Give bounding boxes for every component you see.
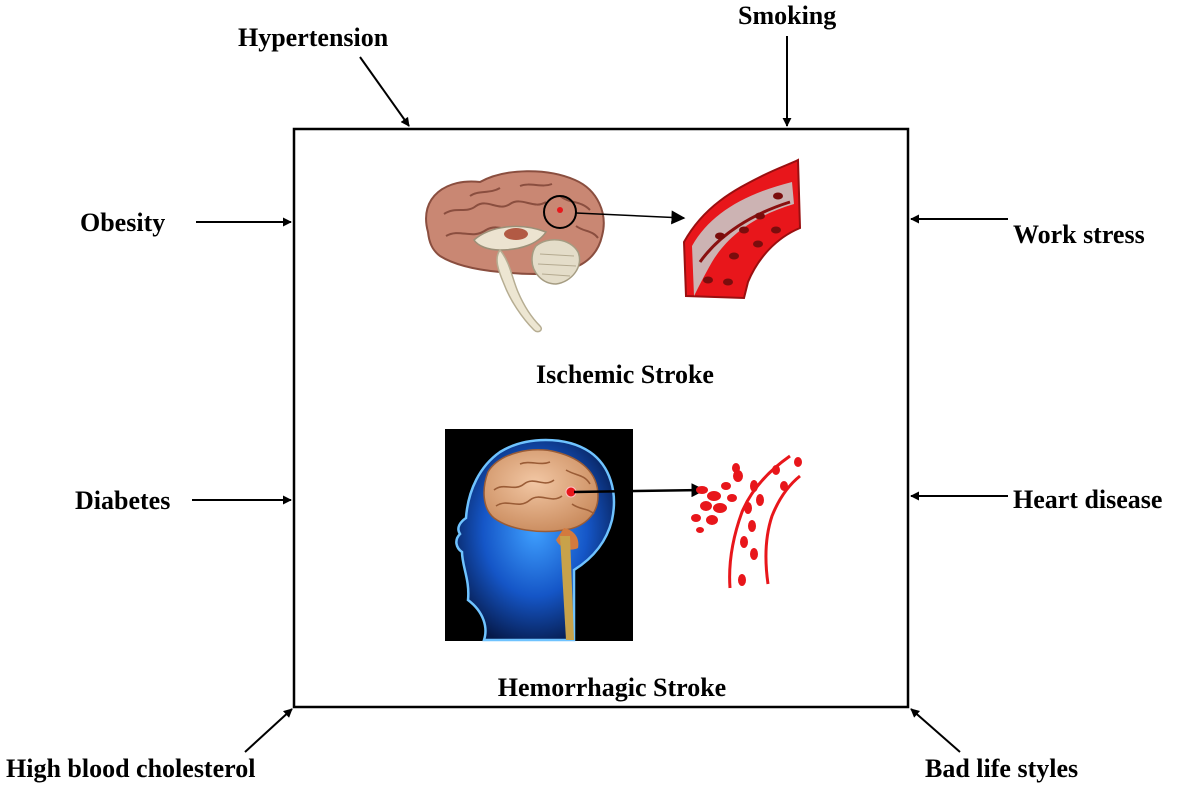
hemorrhagic-pointer-arrow (573, 483, 706, 498)
label-work-stress: Work stress (1013, 220, 1145, 249)
ruptured-vessel-icon (691, 454, 802, 589)
ischemic-pointer-arrow (575, 210, 686, 225)
label-smoking: Smoking (738, 1, 837, 30)
label-hypertension: Hypertension (238, 23, 389, 52)
arrow-high-blood-cholesterol (244, 708, 293, 753)
arrow-hypertension (359, 56, 410, 127)
arrow-bad-life-styles (910, 708, 961, 753)
glowing-head-brain-icon (445, 429, 633, 642)
caption-hemorrhagic-stroke: Hemorrhagic Stroke (497, 673, 727, 702)
label-high-blood-cholesterol: High blood cholesterol (6, 754, 256, 783)
label-heart-disease: Heart disease (1013, 485, 1163, 514)
label-diabetes: Diabetes (75, 486, 171, 515)
label-obesity: Obesity (80, 208, 166, 237)
brain-sagittal-icon (425, 170, 605, 333)
caption-ischemic-stroke: Ischemic Stroke (536, 360, 714, 389)
stroke-box (292, 127, 910, 709)
label-bad-life-styles: Bad life styles (925, 754, 1079, 783)
blocked-artery-icon (682, 158, 802, 300)
